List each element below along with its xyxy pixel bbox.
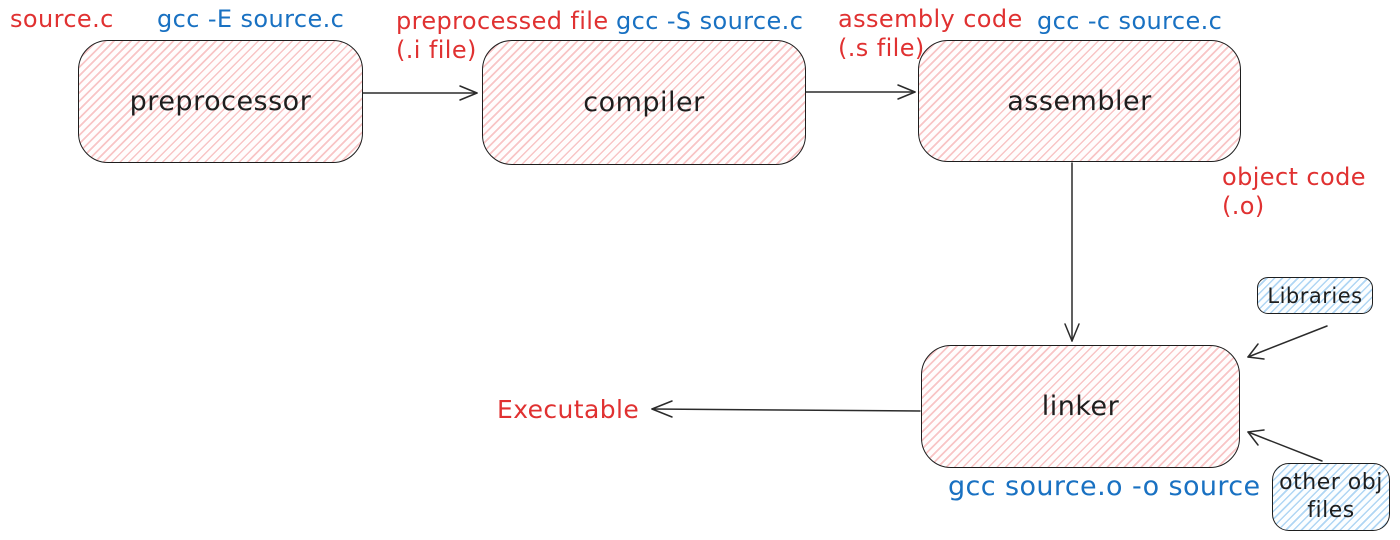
arrow-linker-to-executable [651,400,921,418]
arrow-assembler-to-linker [1064,162,1080,342]
label-preprocessed-file: preprocessed file (.i file) [396,7,609,64]
node-assembler: assembler [918,40,1241,162]
node-linker: linker [921,345,1240,468]
label-object-code: object code (.o) [1222,163,1366,220]
arrow-other-obj-to-linker [1247,429,1323,462]
label-cmd-link: gcc source.o -o source [948,471,1261,502]
label-cmd-assemble: gcc -c source.c [1037,7,1223,35]
node-compiler: compiler [482,40,806,165]
label-cmd-compile: gcc -S source.c [616,7,804,35]
arrow-compiler-to-assembler [805,84,916,100]
arrow-preprocessor-to-compiler [362,85,478,101]
node-libraries: Libraries [1257,277,1373,314]
node-other-obj-files: other obj files [1272,463,1390,531]
label-executable: Executable [497,395,640,424]
label-assembly-code: assembly code (.s file) [838,5,1023,62]
node-preprocessor: preprocessor [78,40,363,163]
arrow-libraries-to-linker [1247,325,1328,360]
label-source-c: source.c [10,5,114,33]
label-cmd-preprocess: gcc -E source.c [157,5,345,33]
